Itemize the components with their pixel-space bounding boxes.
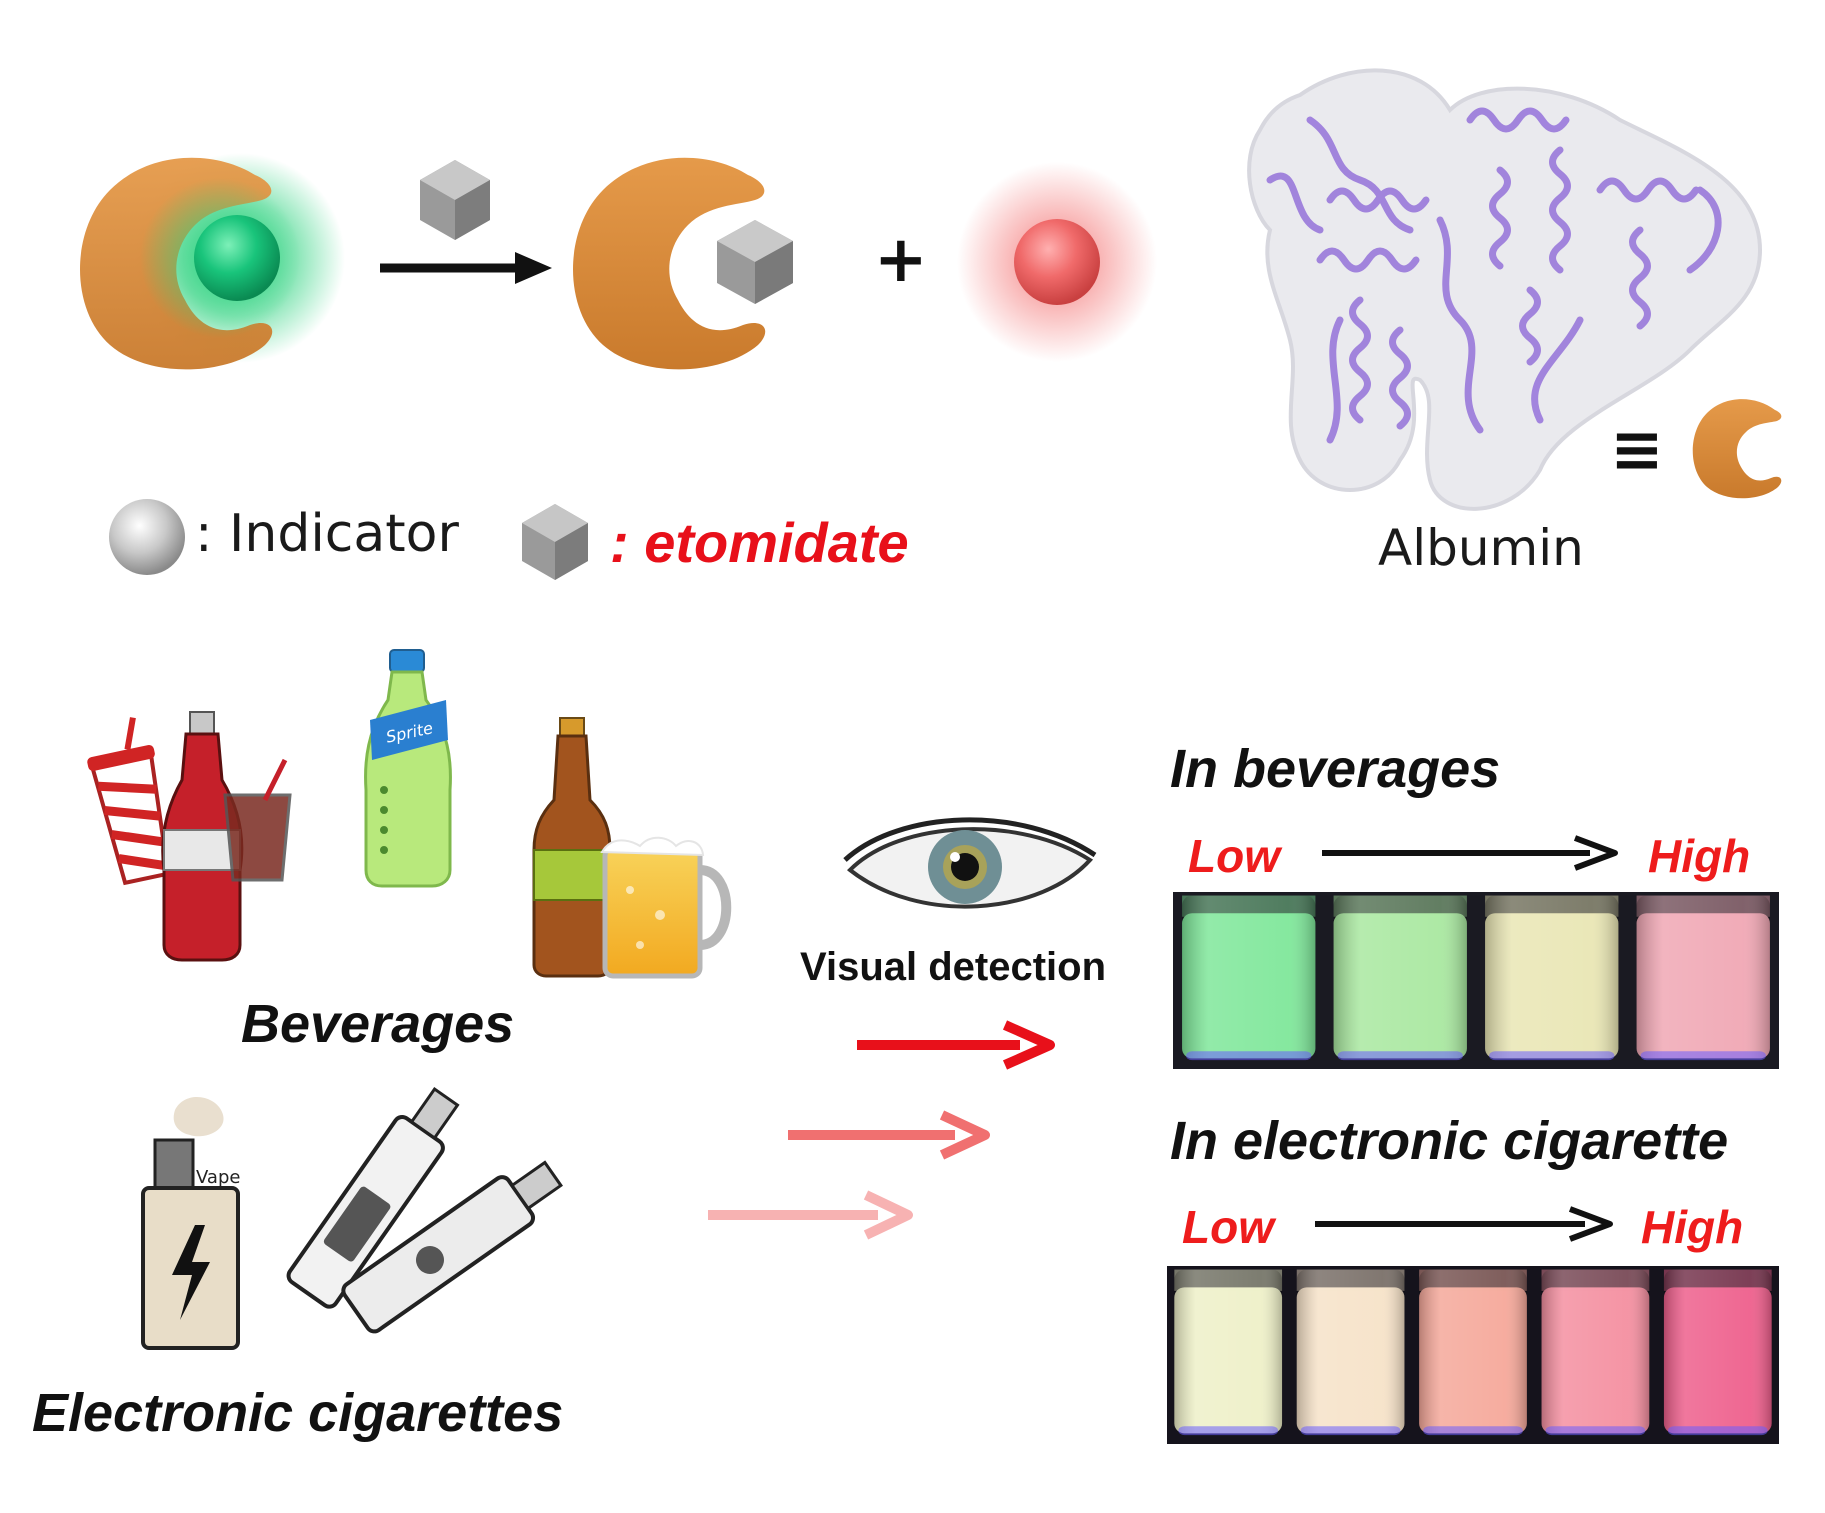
beverages-illustration: Sprite <box>87 649 732 979</box>
beverage-vials <box>1182 895 1770 1061</box>
visual-detection-label: Visual detection <box>800 945 1107 989</box>
equivalence-symbol: ≡ <box>1610 413 1664 487</box>
vial-uv-base <box>1640 1051 1766 1061</box>
vial-glass-shade <box>1663 1269 1772 1434</box>
vial-glass-shade <box>1296 1269 1405 1434</box>
vial-uv-base <box>1545 1426 1646 1436</box>
high-label-1: High <box>1648 830 1751 882</box>
green-indicator-ball <box>194 215 280 301</box>
eye-icon <box>843 817 1097 909</box>
etomidate-legend-label: : etomidate <box>610 511 909 574</box>
vial-glass-shade <box>1636 895 1770 1059</box>
indicator-legend-label: : Indicator <box>195 504 459 564</box>
plus-symbol: + <box>874 223 928 297</box>
panel-title-cigarette: In electronic cigarette <box>1170 1111 1729 1171</box>
albumin-etomidate-complex <box>573 157 793 370</box>
vial <box>1333 895 1467 1061</box>
vape-text: Vape <box>196 1167 240 1188</box>
vial <box>1541 1269 1650 1436</box>
vial-glass-shade <box>1419 1269 1527 1434</box>
vial-uv-base <box>1489 1051 1615 1061</box>
vial-uv-base <box>1178 1426 1279 1436</box>
vial <box>1636 895 1770 1061</box>
panel-title-beverages: In beverages <box>1170 739 1501 799</box>
vial-uv-base <box>1667 1426 1768 1436</box>
mini-albumin-c-icon <box>1692 399 1782 499</box>
low-high-arrow-2 <box>1315 1206 1613 1242</box>
vial-glass-shade <box>1541 1269 1650 1434</box>
cigarette-vials <box>1174 1269 1772 1436</box>
vial <box>1419 1269 1527 1436</box>
albumin-c-shape <box>573 157 766 370</box>
cigarettes-label: Electronic cigarettes <box>32 1383 564 1443</box>
vial-uv-base <box>1300 1426 1401 1436</box>
vial-glass-shade <box>1485 895 1619 1059</box>
vial-glass-shade <box>1333 895 1467 1059</box>
vial-glass-shade <box>1182 895 1316 1059</box>
vial-uv-base <box>1423 1426 1523 1436</box>
released-red-indicator <box>957 162 1157 362</box>
beverages-label: Beverages <box>241 994 515 1054</box>
etomidate-legend-icon <box>522 504 588 580</box>
indicator-legend-icon <box>109 499 185 575</box>
e-cigarette-illustration: Vape <box>141 1087 563 1350</box>
detection-arrows <box>708 1020 1055 1240</box>
high-label-2: High <box>1641 1201 1744 1253</box>
vial <box>1296 1269 1405 1436</box>
etomidate-cube-reagent <box>420 160 490 240</box>
low-label-1: Low <box>1188 830 1280 882</box>
low-label-2: Low <box>1182 1201 1274 1253</box>
reaction-arrow <box>380 252 552 284</box>
low-high-arrow-1 <box>1322 835 1618 871</box>
albumin-protein-structure <box>1247 68 1763 511</box>
vial-uv-base <box>1186 1051 1312 1061</box>
vial <box>1182 895 1316 1061</box>
vial-uv-base <box>1337 1051 1463 1061</box>
vial-glass-shade <box>1174 1269 1283 1434</box>
vial <box>1663 1269 1772 1436</box>
vial <box>1485 895 1619 1061</box>
albumin-indicator-complex <box>80 153 345 370</box>
vial <box>1174 1269 1283 1436</box>
albumin-label: Albumin <box>1378 519 1584 577</box>
